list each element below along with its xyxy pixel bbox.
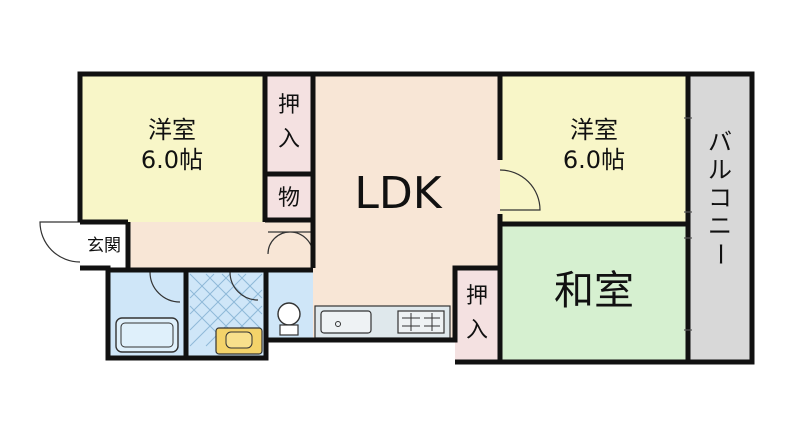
entrance-door-swing: [39, 221, 81, 263]
closet-lower-label-1: 押: [466, 284, 488, 309]
entrance-area: [80, 222, 128, 268]
hall-area: [128, 222, 313, 270]
balcony-area: [688, 76, 752, 362]
bathtub-inner: [120, 322, 174, 348]
western-room-2-area: [500, 76, 688, 222]
storage-label: 物: [278, 186, 300, 211]
western-room-1-size: 6.0帖: [141, 146, 203, 174]
balcony-label-char: コ: [708, 184, 732, 212]
bathtub: [115, 317, 179, 353]
japanese-room-area: [500, 224, 688, 362]
walls: [77, 71, 755, 365]
stove-burners: [402, 313, 440, 331]
balcony-windows: [684, 117, 692, 331]
western-room-2-name: 洋室: [570, 116, 618, 144]
closet-lower-label-2: 入: [466, 318, 488, 343]
entrance-label: 玄関: [87, 236, 121, 256]
balcony-label-char: ー: [706, 242, 734, 266]
toilet-bowl: [277, 302, 301, 326]
western-room-2-size: 6.0帖: [563, 146, 625, 174]
toilet-tank: [279, 324, 299, 336]
kitchen-sink: [320, 310, 372, 334]
western-room-1-area: [80, 76, 265, 222]
wash-basin-bowl: [225, 331, 253, 349]
sink-drain: [335, 321, 341, 327]
balcony-label-char: バ: [708, 128, 732, 156]
ldk-label: LDK: [354, 168, 442, 219]
western-room-2-door-swing: [499, 169, 541, 211]
closet-top-area: [265, 76, 313, 174]
closet-top-label-2: 入: [278, 127, 300, 152]
storage-door-swing: [267, 231, 291, 255]
storage-area: [265, 174, 313, 220]
closet-top-label-1: 押: [278, 93, 300, 118]
washroom-door-swing: [229, 271, 259, 301]
western-room-1-name: 洋室: [148, 116, 196, 144]
balcony-label-char: ニ: [708, 212, 732, 240]
washroom-tile-pattern: [189, 273, 263, 347]
closet-lower-area: [455, 268, 500, 362]
stove: [397, 310, 445, 334]
balcony-label-char: ル: [708, 156, 732, 184]
japanese-room-label: 和室: [554, 268, 634, 314]
bath-door-swing: [149, 271, 181, 303]
